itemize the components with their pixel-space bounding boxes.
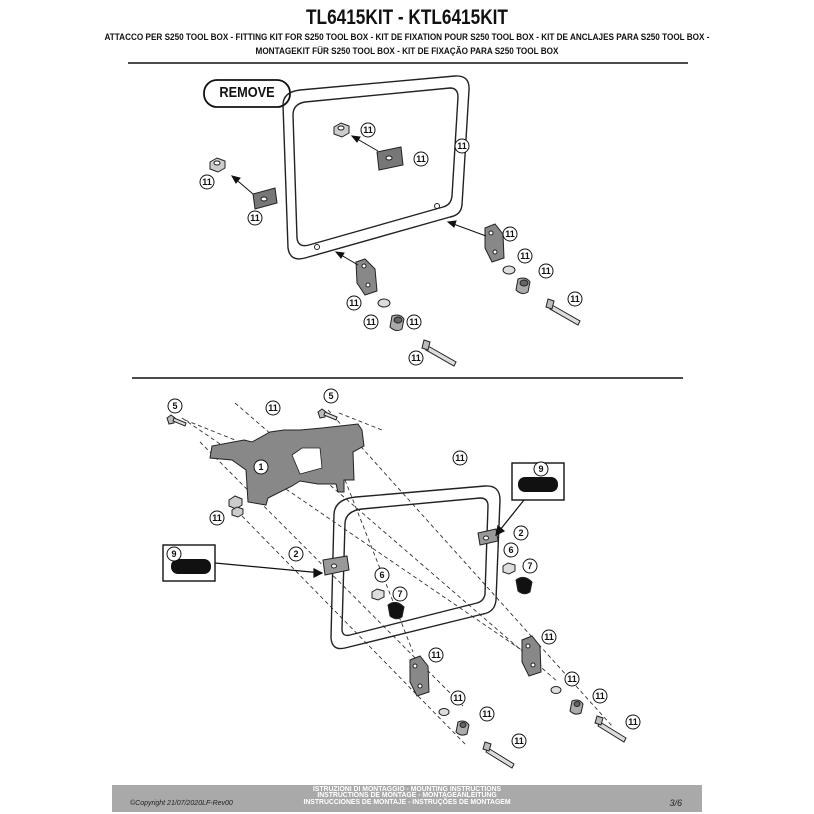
svg-text:9: 9 xyxy=(538,464,543,474)
svg-text:11: 11 xyxy=(202,177,212,187)
lower-callouts: 5 11 5 11 1 11 2 9 6 7 9 2 6 7 11 11 11 … xyxy=(166,388,641,749)
footer-bar: ISTRUZIONI DI MONTAGGIO - MOUNTING INSTR… xyxy=(112,784,702,812)
lower-frame xyxy=(330,485,501,650)
upper-callouts: 11 11 11 11 11 11 11 11 11 11 11 11 11 xyxy=(199,122,583,366)
instructions-line-3: INSTRUCCIONES DE MONTAJE - INSTRUÇÕES DE… xyxy=(303,796,511,806)
svg-text:11: 11 xyxy=(567,674,577,684)
svg-text:6: 6 xyxy=(379,570,384,580)
mounting-plate xyxy=(209,423,365,506)
svg-text:11: 11 xyxy=(268,403,278,413)
svg-text:11: 11 xyxy=(541,266,551,276)
svg-text:5: 5 xyxy=(328,391,333,401)
svg-text:11: 11 xyxy=(520,251,530,261)
svg-text:2: 2 xyxy=(293,549,298,559)
subtitle-line-1: ATTACCO PER S250 TOOL BOX - FITTING KIT … xyxy=(104,32,710,43)
svg-text:11: 11 xyxy=(431,650,441,660)
svg-text:11: 11 xyxy=(366,317,376,327)
svg-text:2: 2 xyxy=(518,528,523,538)
svg-text:11: 11 xyxy=(570,294,580,304)
svg-text:11: 11 xyxy=(455,453,465,463)
svg-text:1: 1 xyxy=(258,462,263,472)
page-number: 3/6 xyxy=(669,798,682,808)
svg-text:11: 11 xyxy=(416,154,426,164)
instructions-line-2: INSTRUCTIONS DE MONTAGE - MONTAGEANLEITU… xyxy=(317,790,497,800)
svg-text:7: 7 xyxy=(527,561,532,571)
svg-text:7: 7 xyxy=(397,589,402,599)
svg-text:11: 11 xyxy=(349,298,359,308)
lower-arrows xyxy=(214,499,525,578)
svg-text:11: 11 xyxy=(482,709,492,719)
svg-text:6: 6 xyxy=(508,545,513,555)
copyright-text: ©Copyright 21/07/2020LF-Rev00 xyxy=(130,800,233,807)
instructions-line-1: ISTRUZIONI DI MONTAGGIO - MOUNTING INSTR… xyxy=(312,784,502,793)
document-title: TL6415KIT - KTL6415KIT xyxy=(306,6,508,29)
svg-text:11: 11 xyxy=(514,736,524,746)
svg-text:11: 11 xyxy=(628,717,638,727)
svg-text:11: 11 xyxy=(457,141,467,151)
footer-instructions: ISTRUZIONI DI MONTAGGIO - MOUNTING INSTR… xyxy=(142,784,673,806)
svg-text:11: 11 xyxy=(212,513,222,523)
upper-frame xyxy=(282,75,470,260)
subtitle-line-2: MONTAGEKIT FÜR S250 TOOL BOX - KIT DE FI… xyxy=(255,46,559,57)
svg-text:11: 11 xyxy=(411,353,421,363)
svg-text:11: 11 xyxy=(453,693,463,703)
svg-text:11: 11 xyxy=(595,691,605,701)
upper-parts xyxy=(209,122,581,367)
svg-text:11: 11 xyxy=(544,632,554,642)
remove-label: REMOVE xyxy=(219,84,275,101)
svg-text:11: 11 xyxy=(250,213,260,223)
svg-text:11: 11 xyxy=(409,317,419,327)
svg-text:11: 11 xyxy=(363,125,373,135)
svg-text:11: 11 xyxy=(505,229,515,239)
lower-parts xyxy=(166,408,627,769)
svg-text:5: 5 xyxy=(172,401,177,411)
svg-text:9: 9 xyxy=(171,549,176,559)
upper-arrows xyxy=(230,135,487,266)
